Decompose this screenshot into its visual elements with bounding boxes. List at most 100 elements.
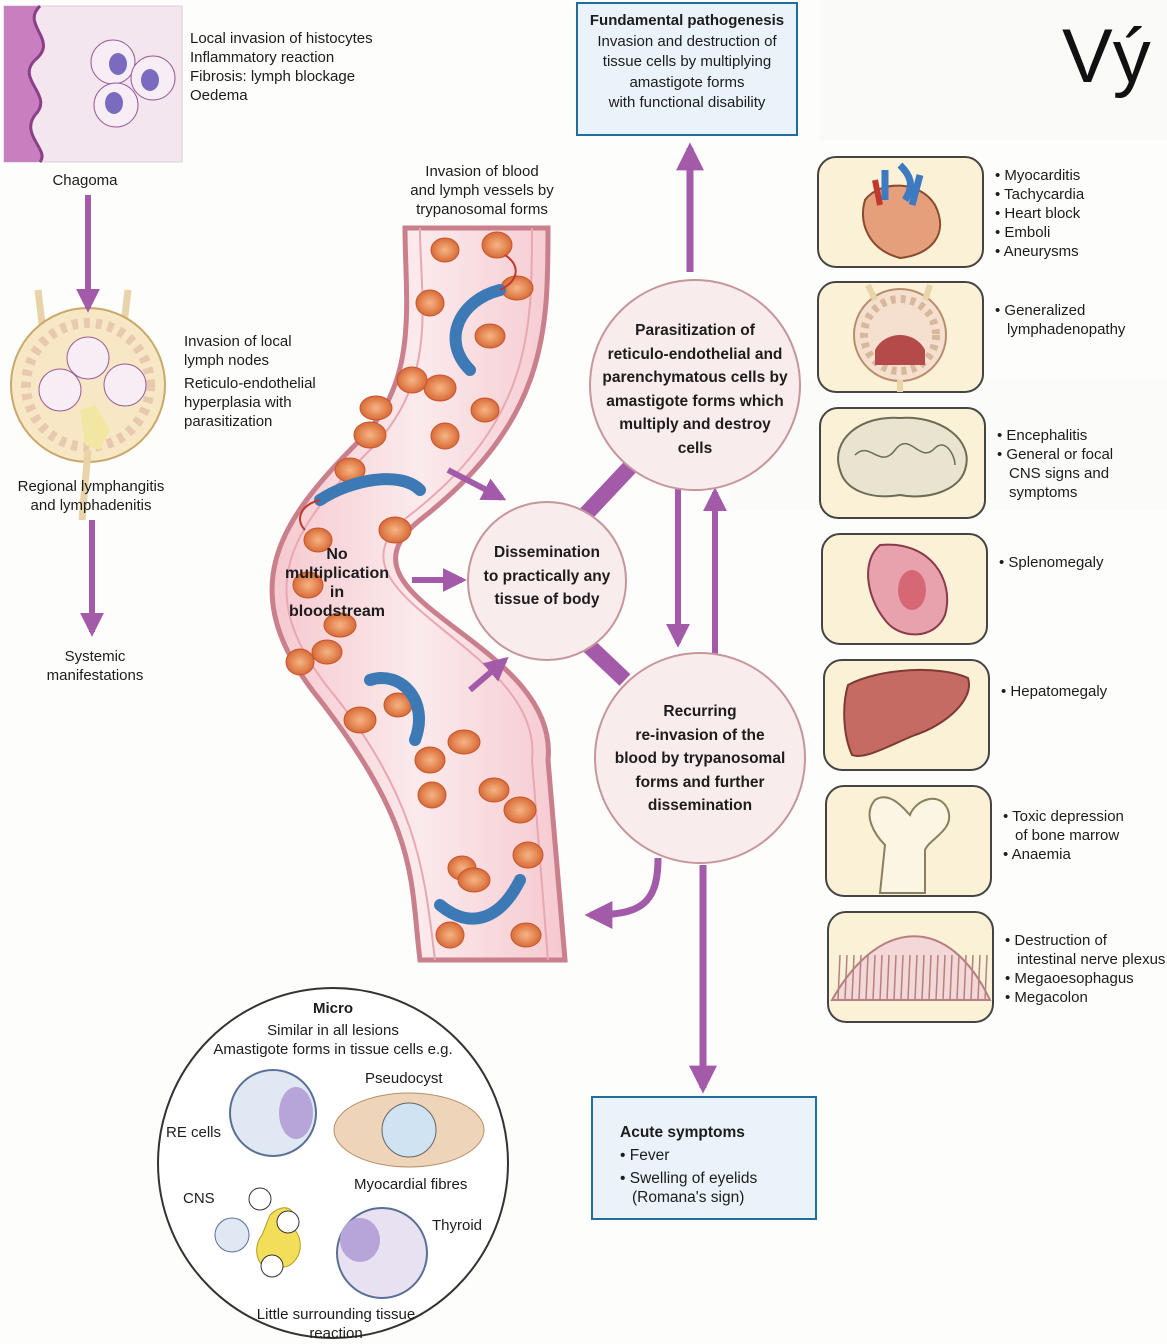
red-blood-cell (416, 290, 444, 316)
red-blood-cell (436, 922, 464, 948)
red-blood-cell (424, 375, 456, 401)
fundamental-title: Fundamental pathogenesis (576, 11, 798, 32)
micro-label-myocardial: Myocardial fibres (354, 1175, 467, 1194)
organ-item-cont: CNS signs and (997, 464, 1113, 483)
red-blood-cell (379, 517, 411, 543)
organ-item: Generalized (995, 301, 1125, 320)
recurring-line: forms and further (598, 771, 802, 795)
lymph-note: Invasion of local (184, 332, 316, 351)
organ-item: Splenomegaly (999, 553, 1103, 572)
vessel-label: Invasion of blood and lymph vessels by t… (392, 162, 572, 219)
red-blood-cell (511, 923, 541, 947)
acute-title: Acute symptoms (620, 1121, 815, 1144)
organ-item: Toxic depression (1003, 807, 1124, 826)
organ-item: Hepatomegaly (1001, 682, 1107, 701)
lymph-note: parasitization (184, 412, 316, 431)
lymph-notes: Invasion of local lymph nodes Reticulo-e… (184, 332, 316, 431)
red-blood-cell (504, 797, 536, 823)
vessel-label-line: Invasion of blood (392, 162, 572, 181)
micro-footer-line: reaction (226, 1324, 446, 1343)
micro-footer: Little surrounding tissue reaction (226, 1305, 446, 1343)
organ-item: Destruction of (1005, 931, 1165, 950)
micro-sub: Similar in all lesions Amastigote forms … (198, 1021, 468, 1059)
micro-label-pseudocyst: Pseudocyst (365, 1069, 443, 1088)
red-blood-cell (448, 730, 480, 754)
fundamental-line: amastigote forms (576, 73, 798, 94)
regional-label: Regional lymphangitis and lymphadenitis (6, 477, 176, 515)
red-blood-cell (312, 640, 342, 664)
chagoma-label: Chagoma (40, 171, 130, 190)
red-blood-cell (479, 778, 509, 802)
dissemination-line: tissue of body (468, 588, 626, 612)
red-blood-cell (431, 423, 459, 449)
red-blood-cell (415, 747, 445, 773)
parasitization-line: parenchymatous cells by (592, 366, 798, 390)
organ-item-cont: intestinal nerve plexus (1005, 950, 1165, 969)
organ-list-spleen: Splenomegaly (999, 553, 1103, 572)
no-mult-line: in (272, 583, 402, 602)
dissemination-line: Dissemination (468, 541, 626, 565)
parasitization-line: Parasitization of (592, 319, 798, 343)
no-mult-line: bloodstream (272, 602, 402, 621)
no-mult-line: No (272, 545, 402, 564)
organ-item-cont: symptoms (997, 483, 1113, 502)
acute-text: Acute symptoms Fever Swelling of eyelids… (620, 1121, 815, 1209)
organ-item: Anaemia (1003, 845, 1124, 864)
regional-line: Regional lymphangitis (6, 477, 176, 496)
parasitization-line: amastigote forms which (592, 390, 798, 414)
red-blood-cell (501, 276, 533, 300)
organ-list-liver: Hepatomegaly (1001, 682, 1107, 701)
parasitization-text: Parasitization of reticulo-endothelial a… (592, 319, 798, 460)
organ-item: Heart block (995, 204, 1084, 223)
brain-icon (838, 418, 967, 497)
organ-item-cont: lymphadenopathy (995, 320, 1125, 339)
organ-item: Megacolon (1005, 988, 1165, 1007)
organ-list-lymph: Generalized lymphadenopathy (995, 301, 1125, 339)
fundamental-line: Invasion and destruction of (576, 32, 798, 53)
recurring-line: dissemination (598, 794, 802, 818)
chagoma-note: Inflammatory reaction (190, 48, 373, 67)
lymph-note: hyperplasia with (184, 393, 316, 412)
red-blood-cell (431, 238, 459, 262)
micro-footer-line: Little surrounding tissue (226, 1305, 446, 1324)
red-blood-cell (418, 782, 446, 808)
acute-note: (Romana's sign) (620, 1186, 815, 1209)
organ-list-bone: Toxic depression of bone marrow Anaemia (1003, 807, 1124, 864)
corner-title: Vý (1062, 12, 1151, 102)
red-blood-cell (482, 232, 512, 258)
systemic-label: Systemic manifestations (30, 647, 160, 685)
micro-sub-line: Similar in all lesions (198, 1021, 468, 1040)
red-blood-cell (471, 398, 499, 422)
chagoma-note: Local invasion of histocytes (190, 29, 373, 48)
recurring-line: blood by trypanosomal (598, 747, 802, 771)
systemic-line: manifestations (30, 666, 160, 685)
organ-item: Aneurysms (995, 242, 1084, 261)
organ-list-heart: Myocarditis Tachycardia Heart block Embo… (995, 166, 1084, 261)
organ-item: Emboli (995, 223, 1084, 242)
red-blood-cell (286, 649, 314, 675)
lymph-note: Reticulo-endothelial (184, 374, 316, 393)
fundamental-line: with functional disability (576, 93, 798, 114)
parasitization-line: reticulo-endothelial and (592, 343, 798, 367)
vessel-label-line: and lymph vessels by (392, 181, 572, 200)
chagoma-note: Fibrosis: lymph blockage (190, 67, 373, 86)
organ-list-brain: Encephalitis General or focal CNS signs … (997, 426, 1113, 502)
red-blood-cell (475, 324, 505, 348)
micro-label-thyroid: Thyroid (432, 1216, 482, 1235)
vessel-label-line: trypanosomal forms (392, 200, 572, 219)
micro-sub-line: Amastigote forms in tissue cells e.g. (198, 1040, 468, 1059)
micro-label-re: RE cells (166, 1123, 221, 1142)
regional-line: and lymphadenitis (6, 496, 176, 515)
acute-item: Fever (620, 1144, 815, 1167)
red-blood-cell (458, 868, 490, 892)
parasitization-line: cells (592, 437, 798, 461)
parasitization-line: multiply and destroy (592, 413, 798, 437)
red-blood-cell (513, 842, 543, 868)
organ-list-intestine: Destruction of intestinal nerve plexus M… (1005, 931, 1165, 1007)
recurring-line: re-invasion of the (598, 724, 802, 748)
red-blood-cell (360, 396, 392, 420)
red-blood-cell (397, 367, 427, 393)
systemic-line: Systemic (30, 647, 160, 666)
no-mult-line: multiplication (272, 564, 402, 583)
